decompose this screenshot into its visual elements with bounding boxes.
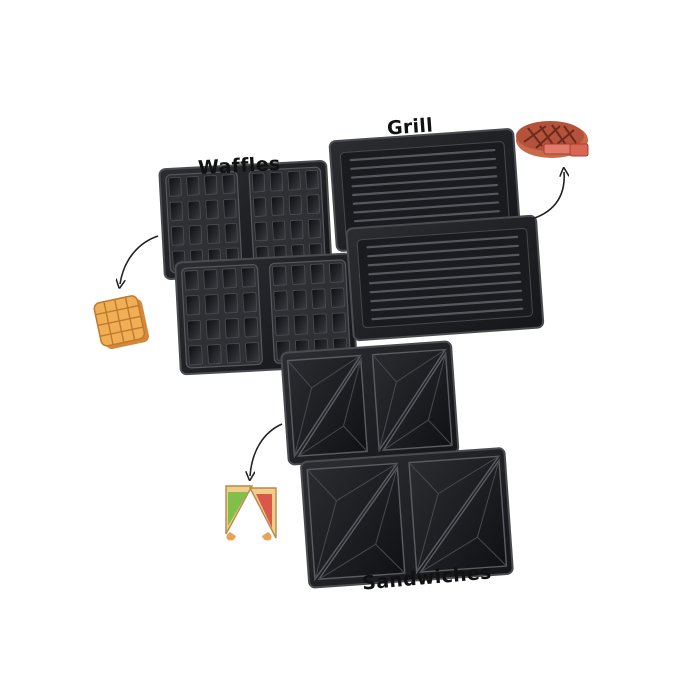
arrow-icon <box>527 172 564 221</box>
waffle-food-icon <box>93 295 149 349</box>
sandwich-food-icon <box>225 485 277 541</box>
waffle-plate-bottom <box>174 252 358 376</box>
steak-food-icon <box>516 121 589 158</box>
grill-label: Grill <box>386 114 434 140</box>
sandwich-plate-top <box>280 340 460 466</box>
sandwich-plate-bottom <box>300 447 514 589</box>
waffles-label: Waffles <box>197 152 281 180</box>
grill-plate-bottom <box>345 214 545 342</box>
arrow-icon <box>250 423 283 476</box>
arrow-icon <box>120 235 159 284</box>
